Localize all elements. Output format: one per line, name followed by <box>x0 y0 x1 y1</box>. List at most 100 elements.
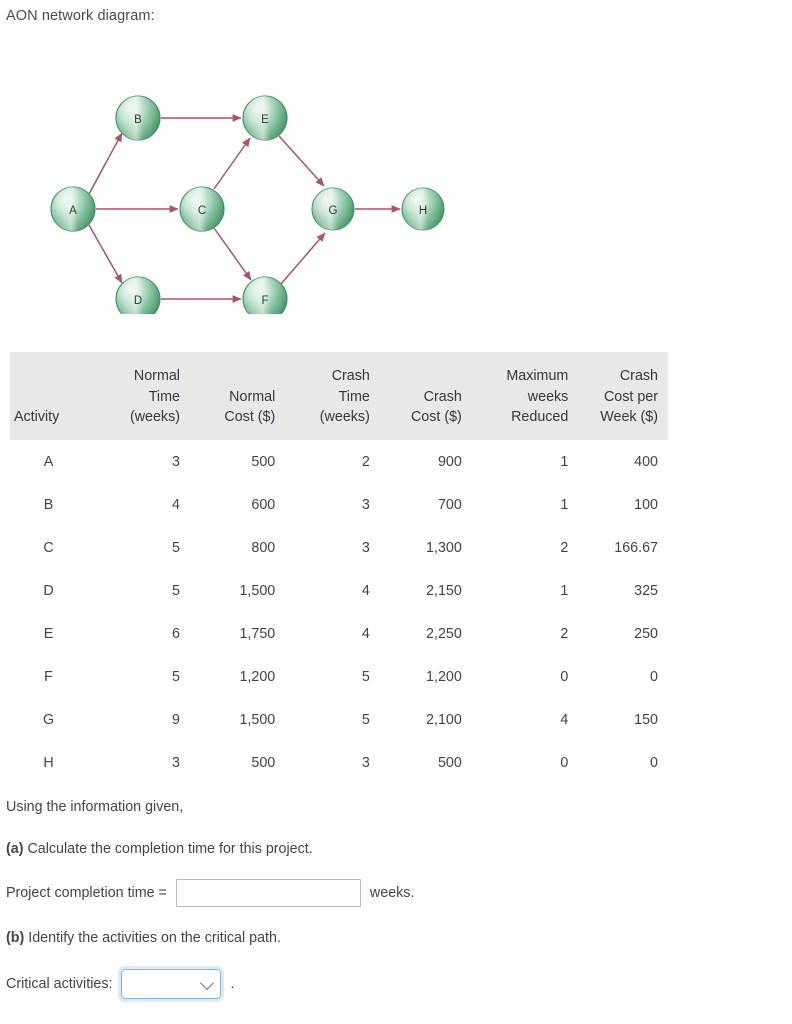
node-label-c: C <box>198 205 206 217</box>
cell-activity: H <box>10 741 94 785</box>
critical-activities-period: . <box>230 975 235 992</box>
cell-normal-cost: 600 <box>189 483 286 527</box>
cell-normal-cost: 500 <box>189 440 286 484</box>
edge-f-g <box>280 232 326 285</box>
cell-normal-time: 5 <box>93 569 190 613</box>
cell-crash-cost: 2,250 <box>379 612 472 656</box>
cell-crash-time: 3 <box>285 483 380 527</box>
edge-a-b <box>88 132 123 195</box>
question-a-text: Calculate the completion time for this p… <box>23 840 313 857</box>
cell-crash-cost: 500 <box>379 741 472 785</box>
question-b: (b) Identify the activities on the criti… <box>6 929 726 948</box>
table-header-row: Activity Normal Time (weeks) Normal Cost… <box>10 352 668 441</box>
network-node-b: B <box>115 95 161 141</box>
questions-intro: Using the information given, <box>6 799 184 815</box>
node-sheen-g <box>312 188 354 230</box>
cell-crash-cost-per-week: 150 <box>578 698 668 742</box>
cell-max-weeks-reduced: 2 <box>471 526 579 570</box>
crash-cost-table-container: Activity Normal Time (weeks) Normal Cost… <box>10 352 668 785</box>
edge-a-d <box>88 224 123 284</box>
node-sheen-c <box>180 187 224 231</box>
node-sheen-f <box>243 277 287 314</box>
cell-normal-time: 3 <box>93 440 190 484</box>
project-completion-time-input[interactable] <box>175 879 361 908</box>
table-row: A 3 500 2 900 1 400 <box>10 440 668 484</box>
crash-cost-table: Activity Normal Time (weeks) Normal Cost… <box>10 352 668 785</box>
cell-crash-cost: 900 <box>379 440 472 484</box>
cell-normal-cost: 500 <box>189 741 286 785</box>
cell-activity: G <box>10 698 94 742</box>
edge-e-g <box>278 135 325 187</box>
cell-max-weeks-reduced: 4 <box>471 698 579 742</box>
node-label-d: D <box>134 295 142 307</box>
question-a-label: (a) <box>6 840 24 857</box>
cell-crash-cost-per-week: 400 <box>578 440 668 484</box>
table-body: A 3 500 2 900 1 400 B 4 600 3 700 1 100 <box>10 440 668 785</box>
cell-activity: B <box>10 483 94 527</box>
column-header-crash-cost-per-week: Crash Cost per Week ($) <box>578 352 668 441</box>
cell-max-weeks-reduced: 0 <box>471 741 579 785</box>
completion-time-unit: weeks. <box>369 885 415 902</box>
table-row: H 3 500 3 500 0 0 <box>10 741 668 785</box>
critical-activities-row: Critical activities: . <box>6 968 726 999</box>
cell-crash-cost-per-week: 100 <box>578 483 668 527</box>
cell-activity: C <box>10 526 94 570</box>
table-row: G 9 1,500 5 2,100 4 150 <box>10 698 668 742</box>
network-node-d: D <box>115 276 161 314</box>
column-header-normal-cost: Normal Cost ($) <box>189 352 286 441</box>
cell-normal-cost: 1,750 <box>189 612 286 656</box>
node-label-h: H <box>419 205 427 217</box>
cell-crash-time: 4 <box>285 569 380 613</box>
network-node-a: A <box>50 186 96 232</box>
node-sheen-h <box>402 188 444 230</box>
cell-normal-time: 4 <box>93 483 190 527</box>
node-label-a: A <box>69 205 77 217</box>
cell-normal-cost: 1,500 <box>189 569 286 613</box>
cell-crash-time: 3 <box>285 741 380 785</box>
table-head: Activity Normal Time (weeks) Normal Cost… <box>10 352 668 441</box>
cell-max-weeks-reduced: 1 <box>471 440 579 484</box>
node-label-e: E <box>261 114 269 126</box>
cell-crash-cost: 1,200 <box>379 655 472 699</box>
node-label-g: G <box>329 205 338 217</box>
column-header-normal-time: Normal Time (weeks) <box>93 352 190 441</box>
question-a: (a) Calculate the completion time for th… <box>6 840 726 859</box>
cell-crash-time: 5 <box>285 655 380 699</box>
cell-crash-time: 4 <box>285 612 380 656</box>
cell-normal-time: 6 <box>93 612 190 656</box>
question-b-text: Identify the activities on the critical … <box>24 930 281 947</box>
cell-crash-cost: 700 <box>379 483 472 527</box>
column-header-crash-cost: Crash Cost ($) <box>379 352 472 441</box>
column-header-max-weeks-reduced: Maximum weeks Reduced <box>471 352 579 441</box>
network-node-g: G <box>311 187 355 231</box>
table-row: E 6 1,750 4 2,250 2 250 <box>10 612 668 656</box>
completion-time-label: Project completion time = <box>6 885 167 902</box>
cell-max-weeks-reduced: 1 <box>471 569 579 613</box>
critical-activities-select[interactable] <box>121 968 222 999</box>
cell-crash-time: 5 <box>285 698 380 742</box>
cell-crash-cost: 2,100 <box>379 698 472 742</box>
critical-activities-label: Critical activities: <box>6 975 113 992</box>
cell-normal-cost: 1,200 <box>189 655 286 699</box>
network-node-h: H <box>401 187 445 231</box>
node-sheen-e <box>243 96 287 140</box>
cell-crash-cost-per-week: 0 <box>578 655 668 699</box>
cell-max-weeks-reduced: 2 <box>471 612 579 656</box>
questions-section: Using the information given, (a) Calcula… <box>6 798 726 1021</box>
cell-crash-cost-per-week: 325 <box>578 569 668 613</box>
cell-normal-cost: 800 <box>189 526 286 570</box>
network-node-f: F <box>242 276 288 314</box>
table-row: B 4 600 3 700 1 100 <box>10 483 668 527</box>
table-row: D 5 1,500 4 2,150 1 325 <box>10 569 668 613</box>
network-node-c: C <box>179 186 225 232</box>
node-sheen-b <box>116 96 160 140</box>
edge-c-e <box>213 137 251 190</box>
column-header-activity: Activity <box>10 352 94 441</box>
cell-activity: F <box>10 655 94 699</box>
cell-max-weeks-reduced: 0 <box>471 655 579 699</box>
node-sheen-a <box>51 187 95 231</box>
network-node-e: E <box>242 95 288 141</box>
network-diagram-svg: A B C D E <box>50 95 445 314</box>
cell-activity: D <box>10 569 94 613</box>
